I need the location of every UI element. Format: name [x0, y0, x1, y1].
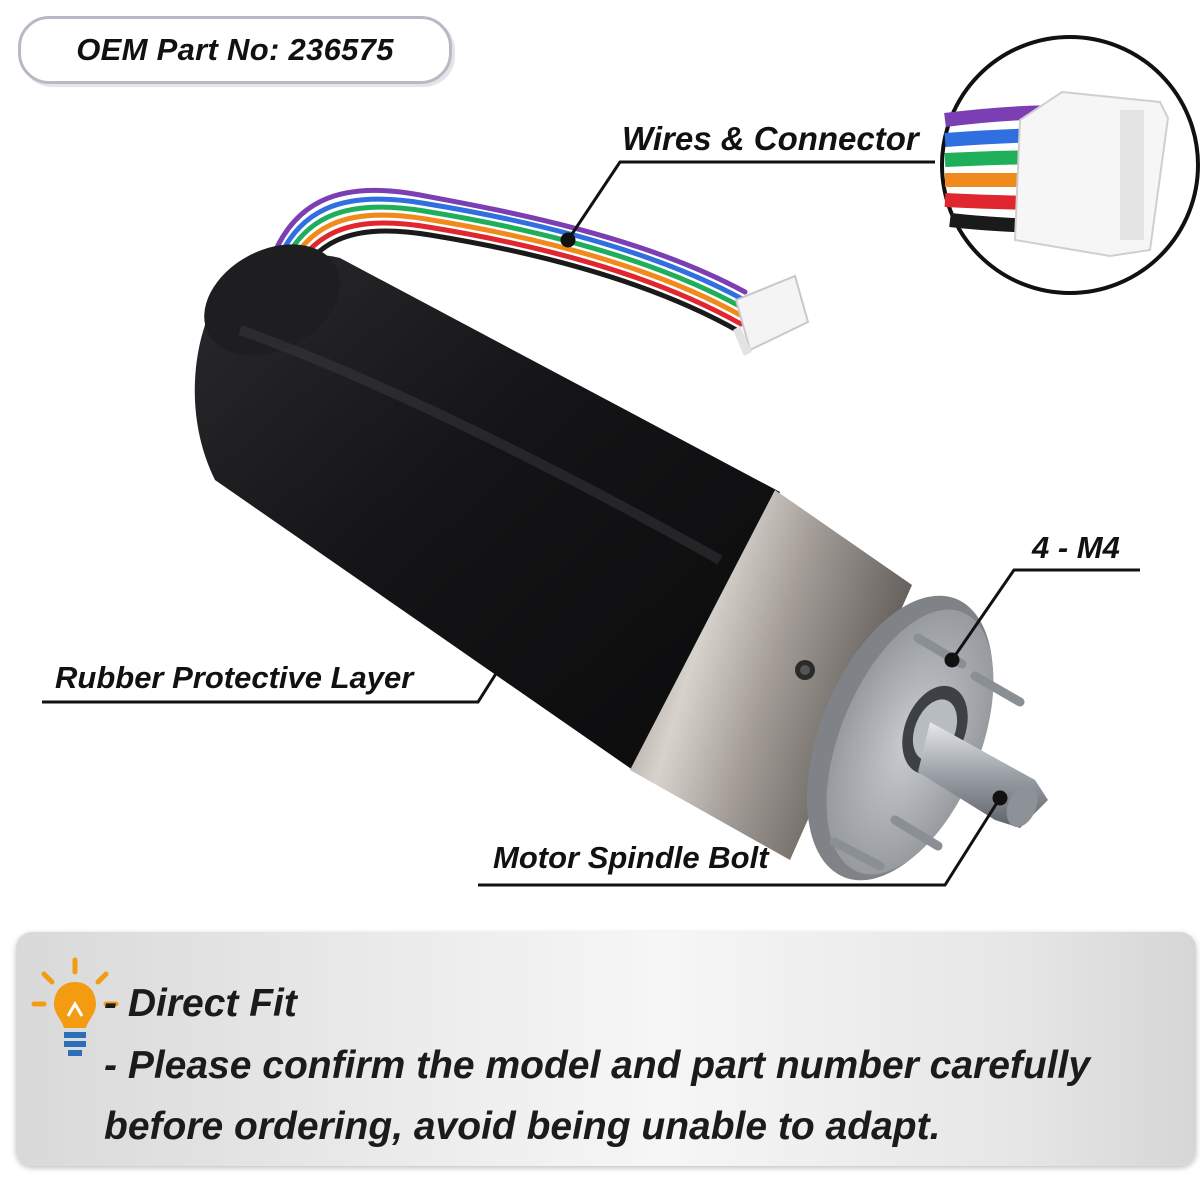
rubber-body	[194, 244, 780, 776]
notice-adapt-line: before ordering, avoid being unable to a…	[104, 1105, 941, 1148]
steel-gear-housing	[630, 490, 912, 860]
m4-bolts-label: 4 - M4	[1032, 530, 1120, 565]
spindle-callout-line	[478, 797, 1002, 887]
bolts-callout-line	[950, 568, 1140, 661]
motor-spindle	[918, 722, 1048, 828]
gearbox-face	[806, 595, 994, 881]
spindle-bolt-label: Motor Spindle Bolt	[493, 840, 769, 875]
connector-zoom-circle	[940, 35, 1200, 295]
notice-direct-fit: - Direct Fit	[104, 982, 297, 1025]
lightbulb-icon	[31, 957, 119, 1056]
rubber-callout-line	[42, 619, 532, 704]
motor-wire-bundle	[265, 187, 748, 335]
wires-callout-line	[566, 160, 935, 241]
callout-lines	[42, 160, 1140, 887]
notice-panel: - Direct Fit - Please confirm the model …	[16, 932, 1196, 1166]
rubber-layer-label: Rubber Protective Layer	[55, 660, 414, 695]
wires-connector-label: Wires & Connector	[622, 120, 919, 157]
motor-connector	[733, 274, 810, 356]
notice-confirm-line: - Please confirm the model and part numb…	[104, 1044, 1091, 1087]
oem-part-number-badge: OEM Part No: 236575	[18, 16, 452, 84]
